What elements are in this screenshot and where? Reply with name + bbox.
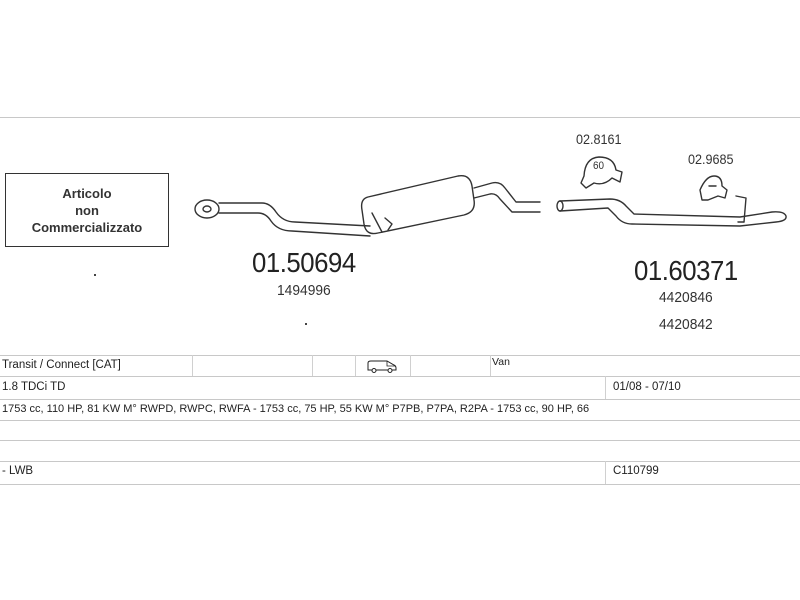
table-top-border [0, 355, 800, 356]
front-part-code[interactable]: 01.50694 [252, 247, 356, 278]
exhaust-diagram [194, 156, 787, 237]
engine-cell: 1.8 TDCi TD [2, 381, 66, 393]
engine-details-cell: 1753 cc, 110 HP, 81 KW M° RWPD, RWPC, RW… [2, 403, 590, 415]
table-col-border [605, 376, 606, 399]
van-icon [366, 359, 398, 376]
table-row-border [0, 420, 800, 421]
table-row-border [0, 399, 800, 400]
table-col-border [605, 461, 606, 484]
not-sold-line-3: Commercializzato [31, 219, 143, 235]
table-bottom-border [0, 484, 800, 485]
speck [94, 274, 96, 276]
model-cell: Transit / Connect [CAT] [2, 359, 121, 371]
not-sold-line-1: Articolo [62, 185, 112, 201]
top-divider [0, 117, 800, 118]
table-col-border [312, 355, 313, 376]
speck [305, 323, 307, 325]
variant-cell: - LWB [2, 465, 34, 477]
gasket-drawing [580, 156, 623, 189]
years-cell: 01/08 - 07/10 [613, 381, 681, 393]
front-part-oem: 1494996 [277, 282, 331, 299]
table-col-border [490, 355, 491, 376]
table-row-border [0, 440, 800, 441]
table-row-border [0, 461, 800, 462]
rear-part-code[interactable]: 01.60371 [634, 255, 738, 286]
clamp-drawing [699, 175, 728, 201]
rear-part-oem-1: 4420846 [659, 289, 713, 306]
gasket-size-label: 60 [593, 160, 605, 172]
not-sold-line-2: non [75, 202, 99, 218]
table-col-border [192, 355, 193, 376]
gasket-code[interactable]: 02.8161 [576, 131, 622, 147]
table-row-border [0, 376, 800, 377]
reference-cell: C110799 [613, 465, 659, 477]
front-pipe-drawing [194, 199, 371, 237]
muffler-drawing [360, 175, 541, 235]
table-col-border [355, 355, 356, 376]
clamp-code[interactable]: 02.9685 [688, 151, 734, 167]
table-col-border [410, 355, 411, 376]
body-type-cell: Van [492, 356, 510, 368]
rear-part-oem-2: 4420842 [659, 316, 713, 333]
not-sold-notice: Articolo non Commercializzato [5, 173, 169, 247]
rear-pipe-drawing [556, 195, 787, 227]
